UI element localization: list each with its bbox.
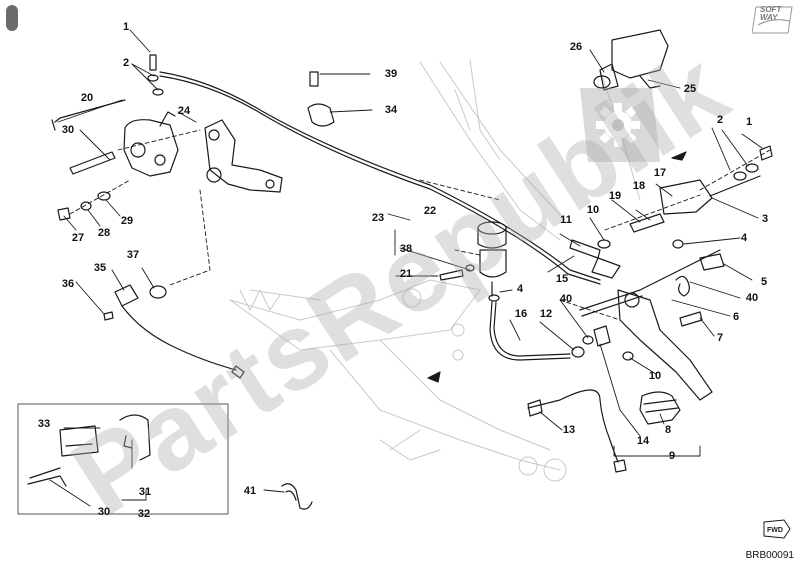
logo-text: SOFT WAY: [760, 5, 782, 22]
callout-29: 29: [120, 215, 134, 227]
callout-7: 7: [716, 332, 724, 344]
callout-32: 32: [137, 508, 151, 520]
callout-34: 34: [384, 104, 398, 116]
callout-8: 8: [664, 424, 672, 436]
fwd-label: FWD: [767, 527, 783, 534]
callout-23: 23: [371, 212, 385, 224]
callout-40b: 40: [745, 292, 759, 304]
callout-38: 38: [399, 243, 413, 255]
brake-pedal: [617, 289, 713, 401]
callout-39: 39: [384, 68, 398, 80]
callout-16: 16: [514, 308, 528, 320]
callout-26: 26: [569, 41, 583, 53]
forward-arrow-icon: FWD: [763, 519, 791, 539]
callout-28: 28: [97, 227, 111, 239]
callout-9: 9: [668, 450, 676, 462]
callout-18: 18: [632, 180, 646, 192]
fluid-reservoir: [479, 249, 507, 278]
callout-17: 17: [653, 167, 667, 179]
callout-30b: 30: [97, 506, 111, 518]
gear-icon: [580, 88, 660, 162]
callout-30a: 30: [61, 124, 75, 136]
brake-pads: [59, 425, 99, 457]
inset-box: [17, 403, 229, 515]
callout-24: 24: [177, 105, 191, 117]
reservoir-hose: [489, 301, 571, 361]
spring-clip: [281, 483, 313, 510]
callout-13: 13: [562, 424, 576, 436]
callout-1a: 1: [122, 21, 130, 33]
callout-35: 35: [93, 262, 107, 274]
callout-12: 12: [539, 308, 553, 320]
callout-4b: 4: [740, 232, 748, 244]
callout-36: 36: [61, 278, 75, 290]
rear-caliper: [123, 119, 179, 177]
callout-33: 33: [37, 418, 51, 430]
callout-2b: 2: [716, 114, 724, 126]
master-cylinder-right: [659, 179, 713, 215]
frame-outline: [229, 59, 641, 482]
callout-5: 5: [760, 276, 768, 288]
callout-22: 22: [423, 205, 437, 217]
callout-14: 14: [636, 435, 650, 447]
brake-hose: [159, 71, 601, 281]
rear-master-cylinder: [611, 29, 669, 79]
callout-25: 25: [683, 83, 697, 95]
callout-15: 15: [555, 273, 569, 285]
callout-41: 41: [243, 485, 257, 497]
callout-19: 19: [608, 190, 622, 202]
caliper-bracket: [204, 119, 283, 193]
callout-6: 6: [732, 311, 740, 323]
callout-2a: 2: [122, 57, 130, 69]
callout-40a: 40: [559, 293, 573, 305]
callout-20: 20: [80, 92, 94, 104]
callout-27: 27: [71, 232, 85, 244]
soft-way-logo: [752, 6, 793, 34]
callout-37: 37: [126, 249, 140, 261]
callout-11: 11: [560, 214, 572, 226]
info-marker-icon: [6, 5, 18, 31]
speed-sensor: [114, 284, 139, 307]
hose-clamp: [307, 103, 335, 127]
callout-31: 31: [138, 486, 152, 498]
callout-10b: 10: [648, 370, 662, 382]
callout-3: 3: [761, 213, 769, 225]
callout-10a: 10: [586, 204, 600, 216]
rubber-boot: [639, 391, 681, 425]
callout-1b: 1: [745, 116, 753, 128]
drawing-reference: BRB00091: [745, 550, 794, 561]
callout-21: 21: [399, 268, 413, 280]
callout-4a: 4: [516, 283, 524, 295]
